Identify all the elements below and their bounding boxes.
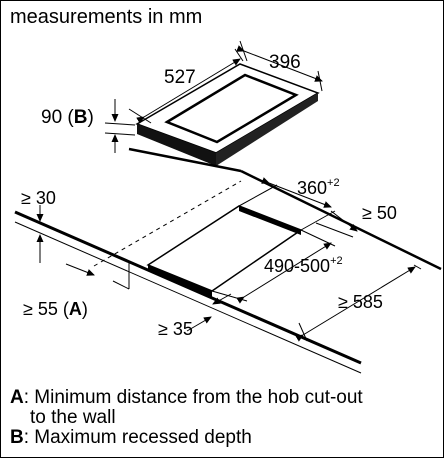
legend-a-row: A: Minimum distance from the hob cut-out xyxy=(10,388,363,408)
legend-b-row: B: Maximum recessed depth xyxy=(10,428,363,448)
legend-b-text: : Maximum recessed depth xyxy=(23,427,252,448)
dimension-527-label: 527 xyxy=(164,67,196,88)
dimension-wall-distance: ≥ 55 (A) xyxy=(23,263,130,319)
legend: A: Minimum distance from the hob cut-out… xyxy=(10,388,363,448)
wall-gap-label: ≥ 30 xyxy=(21,188,56,208)
hob-front-edge xyxy=(137,124,216,166)
legend-a-text: : Minimum distance from the hob cut-out xyxy=(23,387,363,408)
dimension-396: 396 xyxy=(236,40,323,92)
hob-cutout xyxy=(146,205,303,298)
cutout-front-wall xyxy=(148,265,212,298)
measurements-title: measurements in mm xyxy=(10,6,203,28)
dimension-worktop-edge: ≥ 35 xyxy=(158,293,232,339)
legend-b-key: B xyxy=(10,427,24,448)
dimension-396-label: 396 xyxy=(269,52,301,73)
wall-distance-label: ≥ 55 (A) xyxy=(23,299,88,319)
legend-a-key: A xyxy=(10,387,24,408)
dimension-360: 360+2 xyxy=(238,177,340,231)
front-gap-label: ≥ 50 xyxy=(362,203,397,223)
worktop-edge-label: ≥ 35 xyxy=(158,319,193,339)
hob-surface-line xyxy=(128,147,242,173)
dimension-side-distance: ≥ 585 xyxy=(295,264,422,342)
dimension-front-gap: ≥ 50 xyxy=(315,203,397,238)
label-b-key: B xyxy=(74,107,88,128)
label-a-key: A xyxy=(69,299,82,319)
hob-side-edge xyxy=(216,93,318,166)
legend-a-row-cont: to the wall xyxy=(30,407,116,428)
worktop-wall-edge-inner xyxy=(14,221,362,374)
cutout-width-label: 360+2 xyxy=(297,177,340,198)
dimension-wall-gap: ≥ 30 xyxy=(21,188,56,263)
cutout-back-wall xyxy=(239,206,301,235)
recess-depth-label: 90 (B) xyxy=(41,107,94,128)
dimension-527: 527 xyxy=(128,48,244,124)
cutout-depth-label: 490-500+2 xyxy=(264,255,343,276)
hob-unit xyxy=(128,63,320,173)
side-distance-label: ≥ 585 xyxy=(338,292,383,312)
dimension-recess: 90 (B) xyxy=(41,99,136,153)
